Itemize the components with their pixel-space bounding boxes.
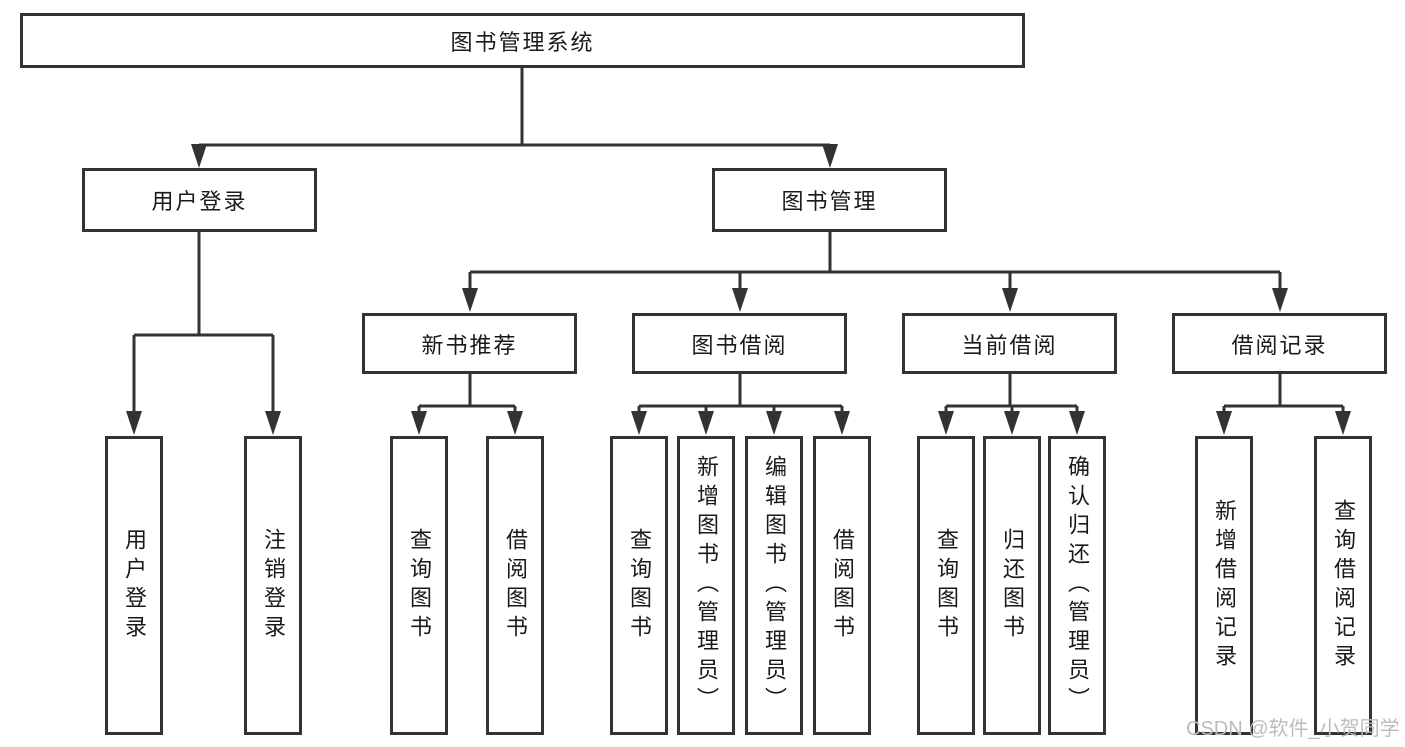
node-book-management: 图书管理 (712, 168, 947, 232)
node-label: 用户登录 (122, 527, 147, 644)
node-label: 新书推荐 (421, 332, 518, 358)
node-label: 编辑图书（管理员） (762, 455, 787, 716)
node-new-book-recommend: 新书推荐 (362, 313, 577, 374)
node-label: 用户登录 (151, 189, 248, 214)
node-label: 查询图书 (627, 527, 652, 644)
arrowheads (126, 144, 1351, 435)
node-label: 图书管理 (781, 189, 878, 214)
leaf-logout: 注销登录 (244, 436, 302, 735)
node-user-login: 用户登录 (82, 168, 317, 232)
leaf-query-books-recommend: 查询图书 (390, 436, 448, 735)
node-label: 借阅图书 (830, 527, 855, 644)
leaf-borrow-books-recommend: 借阅图书 (486, 436, 544, 735)
node-label: 图书借阅 (691, 332, 788, 358)
node-label: 借阅图书 (503, 527, 528, 644)
leaf-edit-book-admin: 编辑图书（管理员） (745, 436, 803, 735)
leaf-query-borrow-record: 查询借阅记录 (1314, 436, 1372, 735)
node-label: 归还图书 (1000, 527, 1025, 644)
leaf-borrow-books: 借阅图书 (813, 436, 871, 735)
leaf-add-book-admin: 新增图书（管理员） (677, 436, 735, 735)
watermark: CSDN @软件_小贺同学 (1186, 718, 1400, 740)
node-label: 查询借阅记录 (1331, 498, 1356, 673)
leaf-user-login: 用户登录 (105, 436, 163, 735)
node-borrow-records: 借阅记录 (1172, 313, 1387, 374)
node-label: 图书管理系统 (450, 29, 595, 55)
node-label: 查询图书 (407, 527, 432, 644)
node-label: 查询图书 (934, 527, 959, 644)
node-label: 借阅记录 (1231, 332, 1328, 358)
leaf-return-book: 归还图书 (983, 436, 1041, 735)
node-label: 新增图书（管理员） (694, 455, 719, 716)
leaf-add-borrow-record: 新增借阅记录 (1195, 436, 1253, 735)
node-label: 确认归还（管理员） (1065, 455, 1090, 716)
leaf-confirm-return-admin: 确认归还（管理员） (1048, 436, 1106, 735)
node-label: 新增借阅记录 (1212, 498, 1237, 673)
leaf-query-books-borrow: 查询图书 (610, 436, 668, 735)
node-book-borrow: 图书借阅 (632, 313, 847, 374)
leaf-query-books-current: 查询图书 (917, 436, 975, 735)
node-library-management-system: 图书管理系统 (20, 13, 1025, 68)
node-current-borrow: 当前借阅 (902, 313, 1117, 374)
node-label: 当前借阅 (961, 332, 1058, 358)
node-label: 注销登录 (261, 527, 286, 644)
